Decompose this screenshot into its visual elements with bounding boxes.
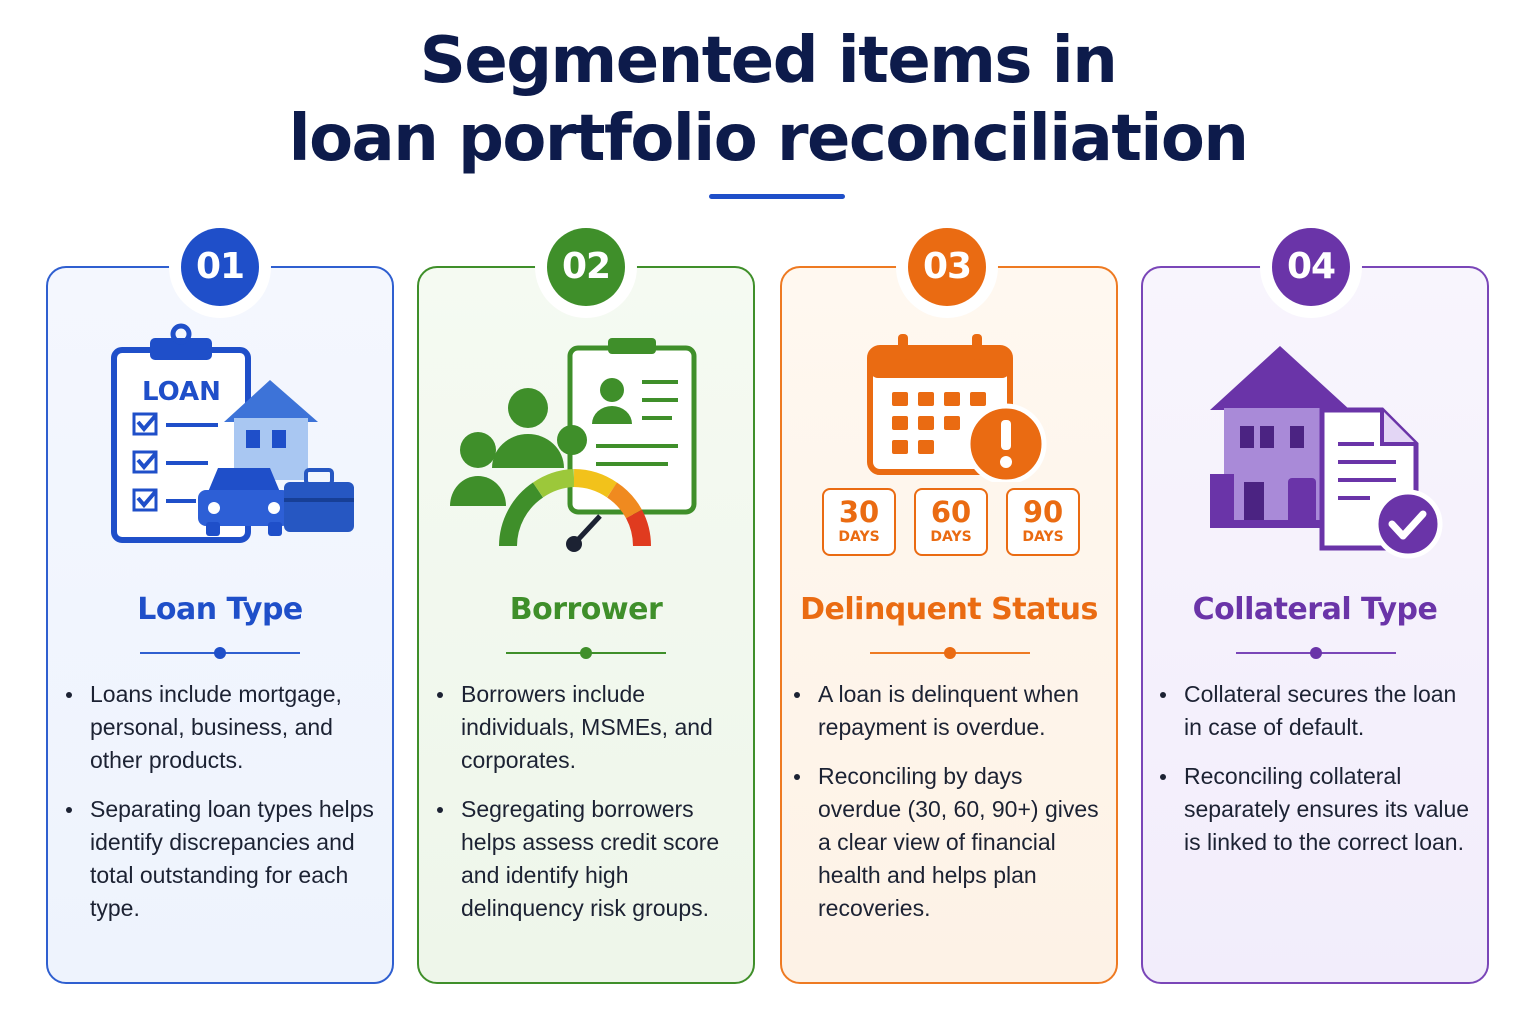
card-title: Loan Type — [137, 592, 303, 627]
days-unit: DAYS — [1022, 529, 1064, 545]
page-title-line-1: Segmented items in — [419, 24, 1118, 98]
page-title-line-2: loan portfolio reconciliation — [288, 102, 1249, 176]
days-value: 30 — [838, 495, 880, 529]
card-bullet-list: A loan is delinquent when repayment is o… — [794, 678, 1104, 941]
loan-icon-label: LOAN — [142, 377, 221, 407]
title-underline — [709, 194, 845, 199]
card-divider — [870, 647, 1030, 659]
bullet-item: Loans include mortgage, personal, busine… — [66, 678, 388, 777]
bullet-item: Reconciling collateral separately ensure… — [1160, 760, 1476, 859]
card-bullet-list: Borrowers include individuals, MSMEs, an… — [437, 678, 737, 941]
days-unit: DAYS — [838, 529, 880, 545]
days-30-box: 30 DAYS — [822, 488, 896, 556]
card-bullet-list: Collateral secures the loan in case of d… — [1160, 678, 1476, 875]
card-title: Collateral Type — [1192, 592, 1438, 627]
days-90-box: 90 DAYS — [1006, 488, 1080, 556]
days-60-box: 60 DAYS — [914, 488, 988, 556]
borrowers-credit-gauge-icon — [450, 338, 697, 552]
card-divider — [140, 647, 300, 659]
card-number-badge: 01 — [181, 228, 259, 306]
bullet-item: Reconciling by days overdue (30, 60, 90+… — [794, 760, 1104, 925]
days-value: 60 — [930, 495, 972, 529]
divider-dot — [944, 647, 956, 659]
days-value: 90 — [1022, 495, 1064, 529]
card-title: Delinquent Status — [800, 592, 1098, 627]
card-divider — [1236, 647, 1396, 659]
card-number-badge: 04 — [1272, 228, 1350, 306]
bullet-item: Borrowers include individuals, MSMEs, an… — [437, 678, 737, 777]
card-bullet-list: Loans include mortgage, personal, busine… — [66, 678, 388, 941]
page-title: Segmented items in loan portfolio reconc… — [0, 22, 1536, 178]
bullet-item: Segregating borrowers helps assess credi… — [437, 793, 737, 925]
card-divider — [506, 647, 666, 659]
bullet-item: Collateral secures the loan in case of d… — [1160, 678, 1476, 744]
collateral-house-document-check-icon — [1210, 346, 1443, 559]
divider-dot — [1310, 647, 1322, 659]
divider-dot — [214, 647, 226, 659]
bullet-item: A loan is delinquent when repayment is o… — [794, 678, 1104, 744]
card-number-badge: 02 — [547, 228, 625, 306]
days-unit: DAYS — [930, 529, 972, 545]
card-title: Borrower — [509, 592, 663, 627]
card-number-badge: 03 — [908, 228, 986, 306]
bullet-item: Separating loan types helps identify dis… — [66, 793, 388, 925]
calendar-alert-icon — [867, 334, 1047, 482]
divider-dot — [580, 647, 592, 659]
loan-clipboard-house-car-briefcase-icon: LOAN — [111, 323, 354, 543]
